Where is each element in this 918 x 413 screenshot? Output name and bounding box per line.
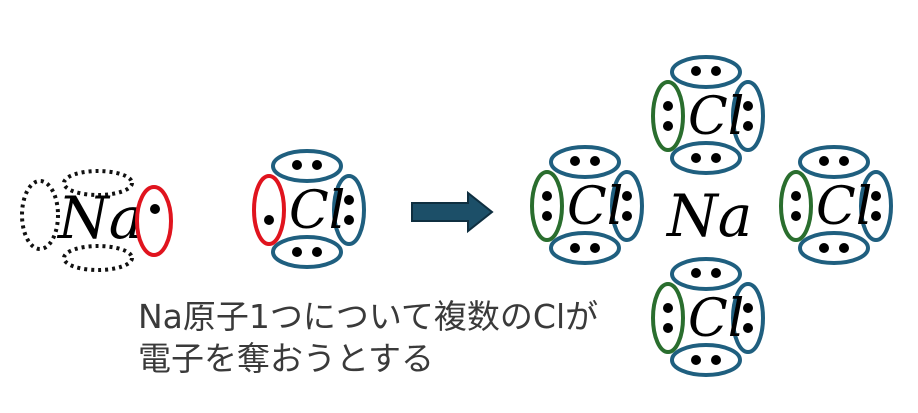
caption-line-1: Na原子1つについて複数のClが (138, 297, 599, 336)
electron (663, 121, 673, 131)
electron (312, 247, 322, 257)
cl-symbol: Cl (688, 87, 744, 147)
electron (622, 191, 632, 201)
electron (711, 153, 721, 163)
na-valence-electron-shell (135, 185, 173, 257)
electron-shell-left (651, 282, 685, 354)
electron-shell-left (252, 174, 286, 246)
electron (590, 243, 600, 253)
electron-shell-left (651, 80, 685, 152)
electron (839, 243, 849, 253)
chlorine-atom-right: Cl (779, 145, 893, 265)
electron (150, 204, 160, 214)
caption: Na原子1つについて複数のClが 電子を奪おうとする (138, 296, 598, 380)
electron (622, 211, 632, 221)
electron-pair-shell (610, 170, 644, 242)
electron (791, 191, 801, 201)
electron-pair-shell (798, 231, 870, 265)
electron (264, 215, 274, 225)
electron-shell-left (779, 170, 813, 242)
reaction-arrow-icon (411, 190, 494, 234)
na-symbol: Na (56, 184, 143, 252)
electron (743, 303, 753, 313)
electron-pair-shell (798, 145, 870, 179)
electron (691, 66, 701, 76)
sodium-atom: Na (20, 169, 173, 272)
electron (663, 101, 673, 111)
electron (344, 195, 354, 205)
electron (691, 153, 701, 163)
electron (663, 323, 673, 333)
electron-pair-shell (271, 235, 343, 269)
electron (292, 247, 302, 257)
reaction-arrow-shape (411, 190, 494, 234)
cl-symbol: Cl (688, 289, 744, 349)
electron-pair-shell (731, 282, 765, 354)
chlorine-atom-top: Cl (651, 55, 765, 175)
electron-pair-shell (731, 80, 765, 152)
chlorine-atom: Cl (252, 149, 366, 269)
electron-pair-shell (549, 231, 621, 265)
electron (570, 243, 580, 253)
electron (791, 211, 801, 221)
electron-pair-shell (670, 141, 742, 175)
electron (570, 156, 580, 166)
electron-pair-shell (271, 149, 343, 183)
cl-symbol: Cl (567, 177, 623, 237)
electron (743, 121, 753, 131)
electron (743, 323, 753, 333)
electron (819, 243, 829, 253)
electron-pair-shell (332, 174, 366, 246)
electron (819, 156, 829, 166)
chlorine-atom-bottom: Cl (651, 257, 765, 377)
electron (711, 268, 721, 278)
electron (743, 101, 753, 111)
electron (711, 355, 721, 365)
na-dotted-shell-top (62, 169, 134, 197)
electron-shell-left (530, 170, 564, 242)
electron (691, 355, 701, 365)
electron-pair-shell (670, 343, 742, 377)
electron (871, 211, 881, 221)
electron (691, 268, 701, 278)
electron (663, 303, 673, 313)
electron-pair-shell (549, 145, 621, 179)
electron (542, 191, 552, 201)
electron (590, 156, 600, 166)
electron (839, 156, 849, 166)
electron-pair-shell (859, 170, 893, 242)
electron-pair-shell (670, 257, 742, 291)
electron (542, 211, 552, 221)
caption-line-2: 電子を奪おうとする (138, 339, 435, 378)
na-center-symbol: Na (665, 182, 752, 250)
cl-symbol: Cl (289, 181, 345, 241)
na-dotted-shell-left (20, 179, 60, 251)
electron (292, 160, 302, 170)
cl-symbol: Cl (816, 177, 872, 237)
chlorine-atom-left: Cl (530, 145, 644, 265)
electron (711, 66, 721, 76)
electron-pair-shell (670, 55, 742, 89)
electron (871, 191, 881, 201)
electron (312, 160, 322, 170)
na-dotted-shell-bottom (62, 244, 134, 272)
electron (344, 215, 354, 225)
